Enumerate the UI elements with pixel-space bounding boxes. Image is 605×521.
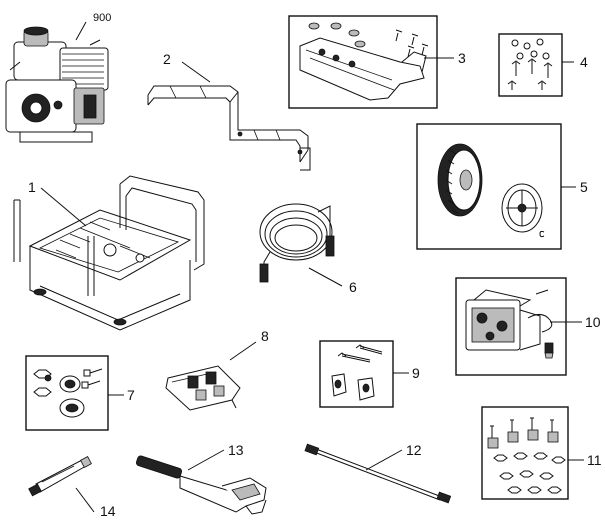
feet-kit-box bbox=[481, 406, 569, 500]
spray-gun-leader bbox=[187, 449, 225, 471]
nozzle-drawing bbox=[28, 456, 92, 497]
spray-wand-drawing bbox=[304, 443, 452, 504]
knob-kit-box bbox=[319, 340, 394, 408]
pump-drawing bbox=[465, 289, 554, 359]
callout-wheel-kit: 5 bbox=[580, 179, 588, 195]
bearing-kit-drawing bbox=[33, 368, 103, 418]
callout-nozzle-kit: 8 bbox=[261, 328, 269, 344]
nozzle-kit-drawing bbox=[165, 365, 241, 411]
callout-frame: 1 bbox=[28, 179, 36, 195]
callout-nozzle: 14 bbox=[100, 503, 116, 519]
frame-leader bbox=[40, 187, 87, 227]
nozzle-kit-leader bbox=[229, 341, 257, 361]
callout-pump: 10 bbox=[585, 314, 601, 330]
bearing-kit-box bbox=[25, 355, 109, 431]
bracket-kit-box bbox=[288, 15, 438, 109]
callout-hose: 6 bbox=[349, 279, 357, 295]
handle-drawing bbox=[147, 85, 311, 171]
hose-drawing bbox=[259, 203, 335, 283]
spray-wand-leader bbox=[365, 449, 403, 471]
wheel-kit-drawing bbox=[437, 143, 545, 238]
frame-drawing bbox=[13, 175, 205, 331]
callout-spray-wand: 12 bbox=[406, 442, 422, 458]
handle-leader bbox=[181, 61, 211, 83]
feet-kit-drawing bbox=[487, 417, 566, 494]
pump-box bbox=[455, 277, 567, 376]
spray-gun-drawing bbox=[135, 455, 267, 515]
hardware-kit-4-drawing bbox=[507, 38, 553, 90]
engine-leader bbox=[75, 21, 87, 41]
knob-kit-drawing bbox=[331, 344, 383, 401]
hardware-kit-4-box bbox=[498, 33, 563, 97]
callout-spray-gun: 13 bbox=[228, 442, 244, 458]
callout-handle: 2 bbox=[163, 51, 171, 67]
nozzle-leader bbox=[75, 487, 95, 513]
callout-bracket-kit: 3 bbox=[458, 50, 466, 66]
callout-bearing-kit: 7 bbox=[127, 387, 135, 403]
callout-feet-kit: 11 bbox=[587, 452, 602, 468]
bracket-kit-drawing bbox=[299, 22, 429, 101]
callout-hardware-kit-4: 4 bbox=[580, 54, 588, 70]
callout-engine: 900 bbox=[93, 12, 111, 24]
callout-knob-kit: 9 bbox=[412, 365, 420, 381]
hose-leader bbox=[308, 267, 343, 287]
engine-drawing bbox=[5, 26, 109, 143]
